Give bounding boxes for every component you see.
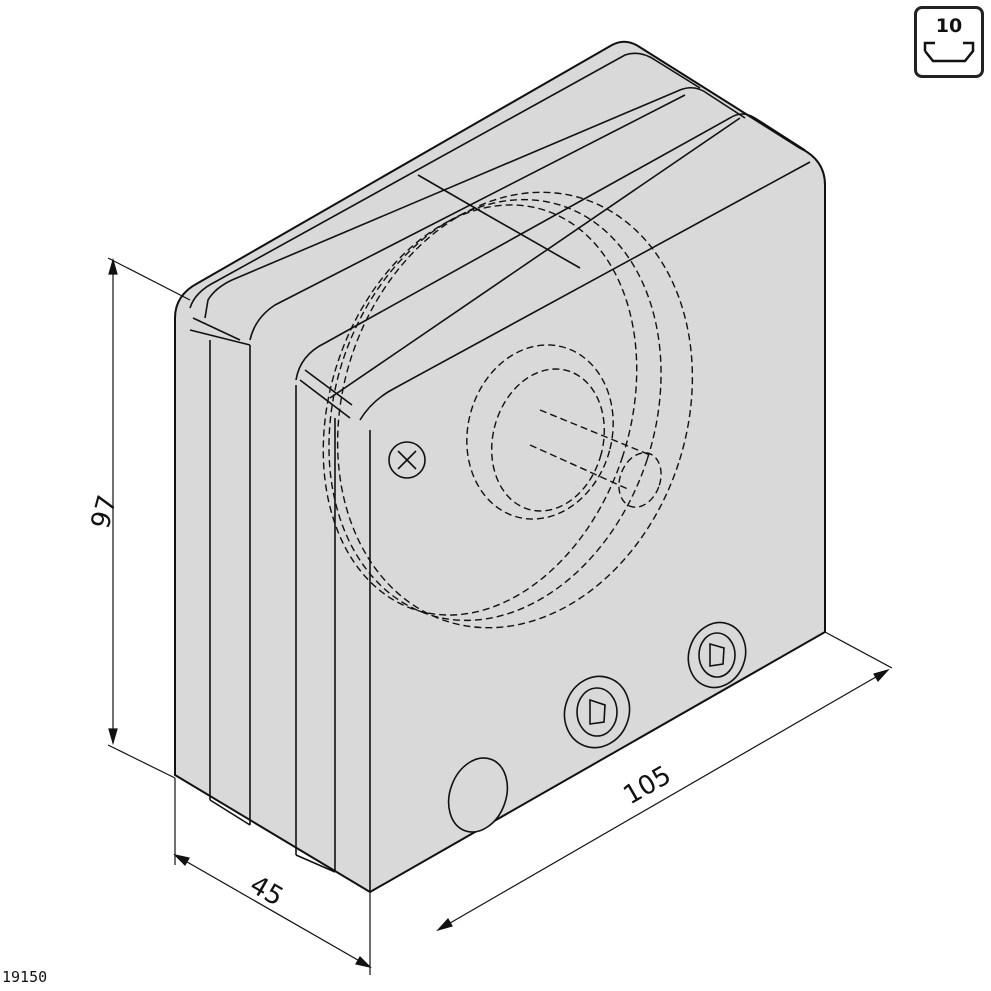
screw-socket-icon (563, 675, 631, 749)
slot-profile-icon (923, 41, 975, 63)
height-dimension: 97 (86, 492, 124, 532)
slot-size-value: 10 (935, 15, 963, 37)
edge-lines (189, 52, 811, 892)
hole (447, 757, 509, 833)
width-dimension: 105 (619, 760, 677, 811)
dimension-lines (107, 257, 893, 975)
part-body (174, 40, 826, 893)
hidden-lines (322, 191, 694, 629)
slot-size-badge: 10 (914, 6, 984, 78)
depth-dimension: 45 (245, 870, 289, 913)
screw-head-icon (388, 441, 426, 479)
part-number: 19150 (2, 968, 48, 986)
screw-socket-icon (687, 621, 747, 689)
